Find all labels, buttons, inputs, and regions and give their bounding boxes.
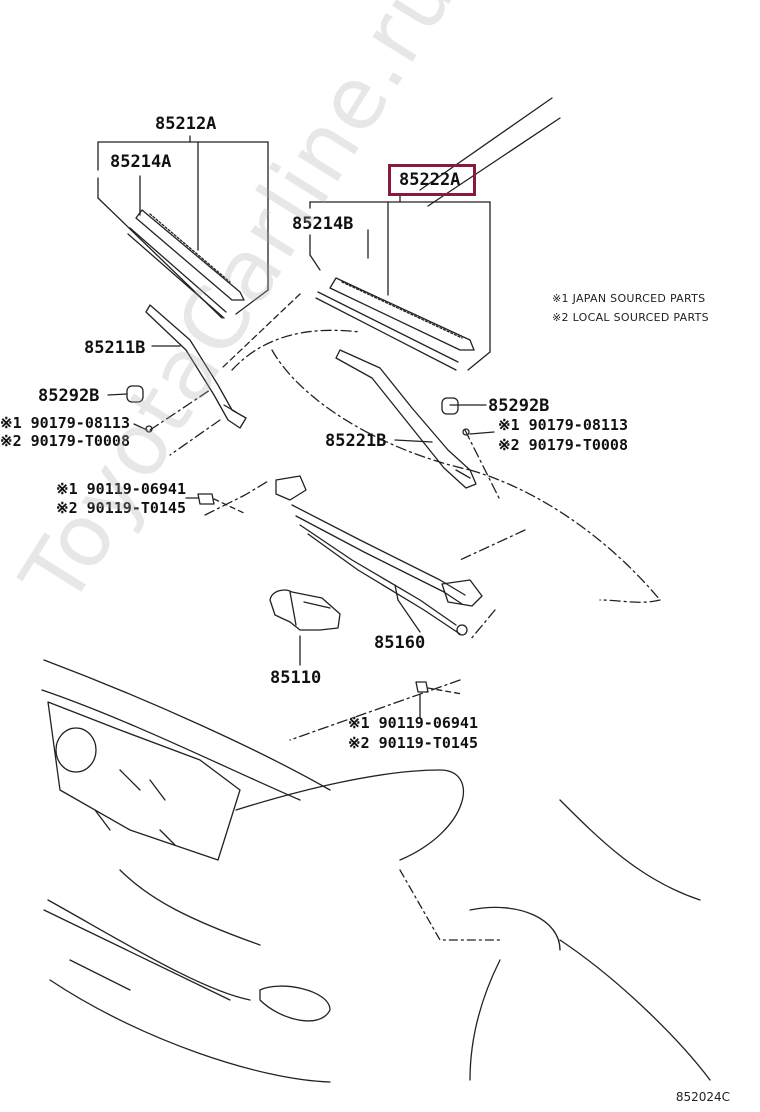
leader-lines (107, 345, 495, 719)
windshield-lines (221, 97, 561, 369)
label-bottom-bolt-local[interactable]: ※2 90119-T0145 (348, 734, 478, 752)
label-85292B-right[interactable]: 85292B (488, 396, 550, 416)
label-85214A[interactable]: 85214A (110, 152, 172, 172)
wiper-motor (269, 589, 341, 666)
wiper-link (275, 475, 483, 636)
left-wiper-arm (145, 304, 247, 429)
label-85214B[interactable]: 85214B (292, 214, 354, 234)
label-85221B[interactable]: 85221B (325, 431, 387, 451)
left-wiper-blade (127, 209, 245, 319)
label-left-nut-japan[interactable]: ※1 90179-08113 (0, 414, 130, 432)
note-local-sourced: ※2 LOCAL SOURCED PARTS (552, 311, 709, 324)
label-85160[interactable]: 85160 (374, 633, 426, 653)
right-wiper-blade (315, 277, 475, 371)
label-left-nut-local[interactable]: ※2 90179-T0008 (0, 432, 130, 450)
diagram-code: 852024C (675, 1090, 730, 1104)
label-right-nut-japan[interactable]: ※1 90179-08113 (498, 416, 628, 434)
hood-outline (149, 329, 661, 741)
label-left-bolt-japan[interactable]: ※1 90119-06941 (56, 480, 186, 498)
label-85110[interactable]: 85110 (270, 668, 322, 688)
label-85212A[interactable]: 85212A (155, 114, 217, 134)
label-85292B-left[interactable]: 85292B (38, 386, 100, 406)
label-85211B[interactable]: 85211B (84, 338, 146, 358)
label-left-bolt-local[interactable]: ※2 90119-T0145 (56, 499, 186, 517)
highlight-box (388, 164, 476, 196)
right-wiper-arm (335, 349, 477, 489)
note-japan-sourced: ※1 JAPAN SOURCED PARTS (552, 292, 706, 305)
bracket-85222A (309, 195, 491, 371)
bolts (197, 493, 463, 695)
label-right-nut-local[interactable]: ※2 90179-T0008 (498, 436, 628, 454)
pivot-caps (126, 385, 470, 436)
label-bottom-bolt-japan[interactable]: ※1 90119-06941 (348, 714, 478, 732)
car-front (41, 659, 711, 1083)
label-85222A[interactable]: 85222A (399, 170, 461, 190)
